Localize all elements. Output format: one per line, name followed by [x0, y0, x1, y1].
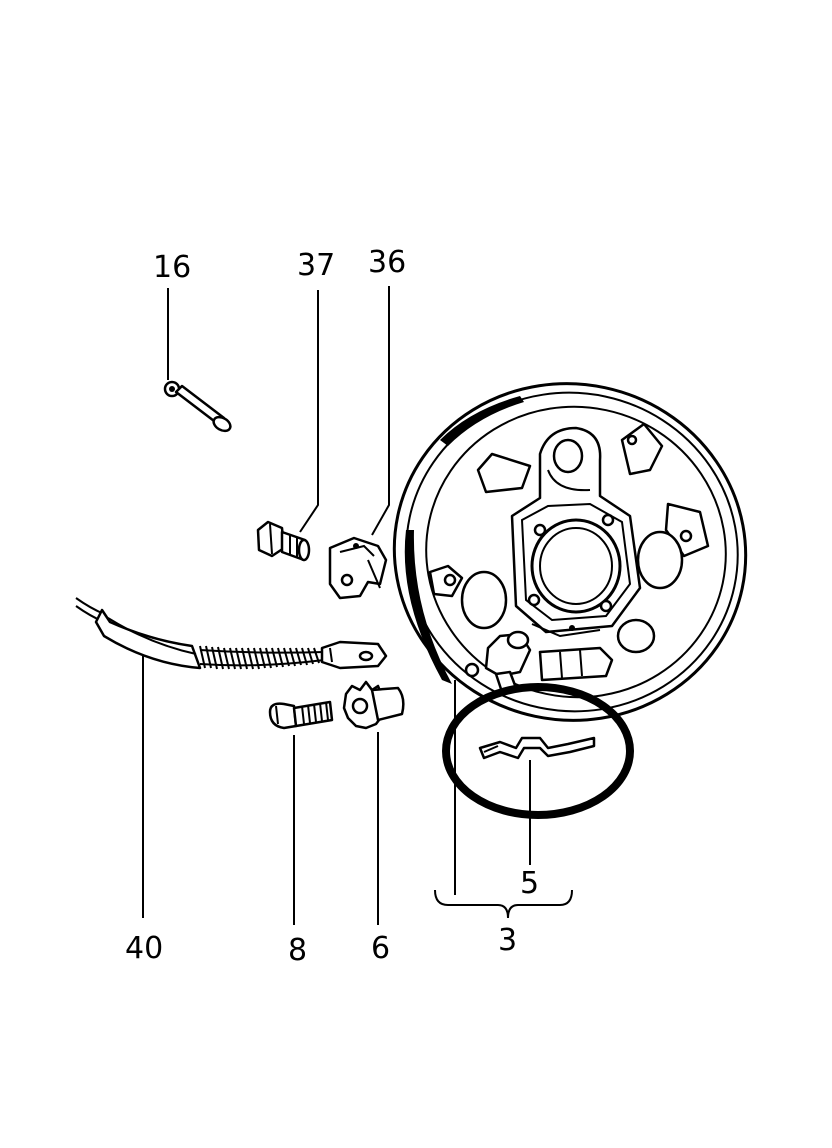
part-40-handbrake-cable: [75, 597, 388, 670]
part-3-backing-plate: [392, 382, 748, 722]
part-8-adjuster-screw: [268, 700, 334, 730]
callout-3: 3: [498, 923, 517, 958]
part-37-bolt: [256, 520, 311, 562]
leader-lines: [142, 286, 531, 925]
part-36-clip: [328, 536, 388, 600]
callout-8: 8: [288, 933, 307, 968]
callout-36: 36: [368, 245, 406, 280]
part-5-spring-clip: [478, 736, 596, 760]
callout-16: 16: [153, 250, 191, 285]
part-16-retaining-pin: [163, 380, 232, 433]
leader-37: [299, 290, 319, 533]
callout-6: 6: [371, 931, 390, 966]
part-6-adjuster-nut: [342, 680, 405, 730]
callout-37: 37: [297, 248, 335, 283]
leader-36: [371, 286, 390, 536]
callout-5: 5: [520, 866, 539, 901]
highlight-circle: [442, 683, 634, 819]
callout-40: 40: [125, 931, 163, 966]
bracket-3: [434, 889, 573, 919]
